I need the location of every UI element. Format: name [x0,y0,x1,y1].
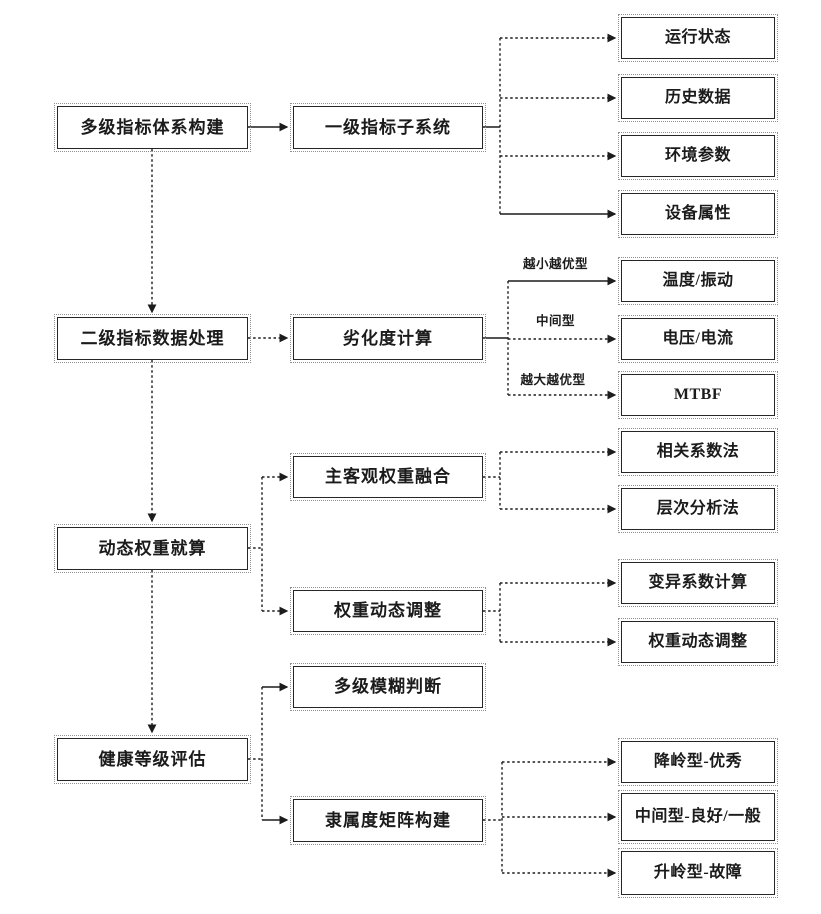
node-historical-data: 历史数据 [618,74,778,122]
node-multilevel-fuzzy-judgment: 多级模糊判断 [290,663,486,711]
node-health-level-assessment: 健康等级评估 [54,735,251,784]
node-voltage-current: 电压/电流 [618,315,778,363]
node-correlation-coefficient-method: 相关系数法 [618,428,778,476]
node-membership-matrix-construction: 隶属度矩阵构建 [290,796,486,845]
node-variation-coefficient-calculation: 变异系数计算 [618,559,778,607]
edge-label-middle-type: 中间型 [535,314,575,328]
node-subjective-objective-weight-fusion: 主客观权重融合 [290,453,486,501]
node-weight-dynamic-adjustment: 权重动态调整 [290,587,486,635]
node-ascending-ridge-fault: 升岭型-故障 [618,848,778,898]
node-weight-dynamic-adjustment-result: 权重动态调整 [618,618,778,666]
node-operating-status: 运行状态 [618,14,778,62]
edge-label-smaller-better-type: 越小越优型 [522,257,588,271]
node-degradation-degree-calculation: 劣化度计算 [290,314,486,363]
node-descending-ridge-excellent: 降岭型-优秀 [618,738,778,786]
edge-label-larger-better-type: 越大越优型 [520,373,586,387]
node-primary-index-subsystem: 一级指标子系统 [290,103,486,152]
node-temperature-vibration: 温度/振动 [618,257,778,305]
node-secondary-index-data-processing: 二级指标数据处理 [54,314,251,363]
node-environment-parameters: 环境参数 [618,132,778,180]
node-mtbf: MTBF [618,371,778,419]
node-equipment-attributes: 设备属性 [618,190,778,238]
node-build-multilevel-index-system: 多级指标体系构建 [54,103,251,152]
node-ahp-method: 层次分析法 [618,485,778,533]
node-dynamic-weight-calculation: 动态权重就算 [54,524,251,573]
node-middle-type-good-average: 中间型-良好/一般 [618,790,778,844]
